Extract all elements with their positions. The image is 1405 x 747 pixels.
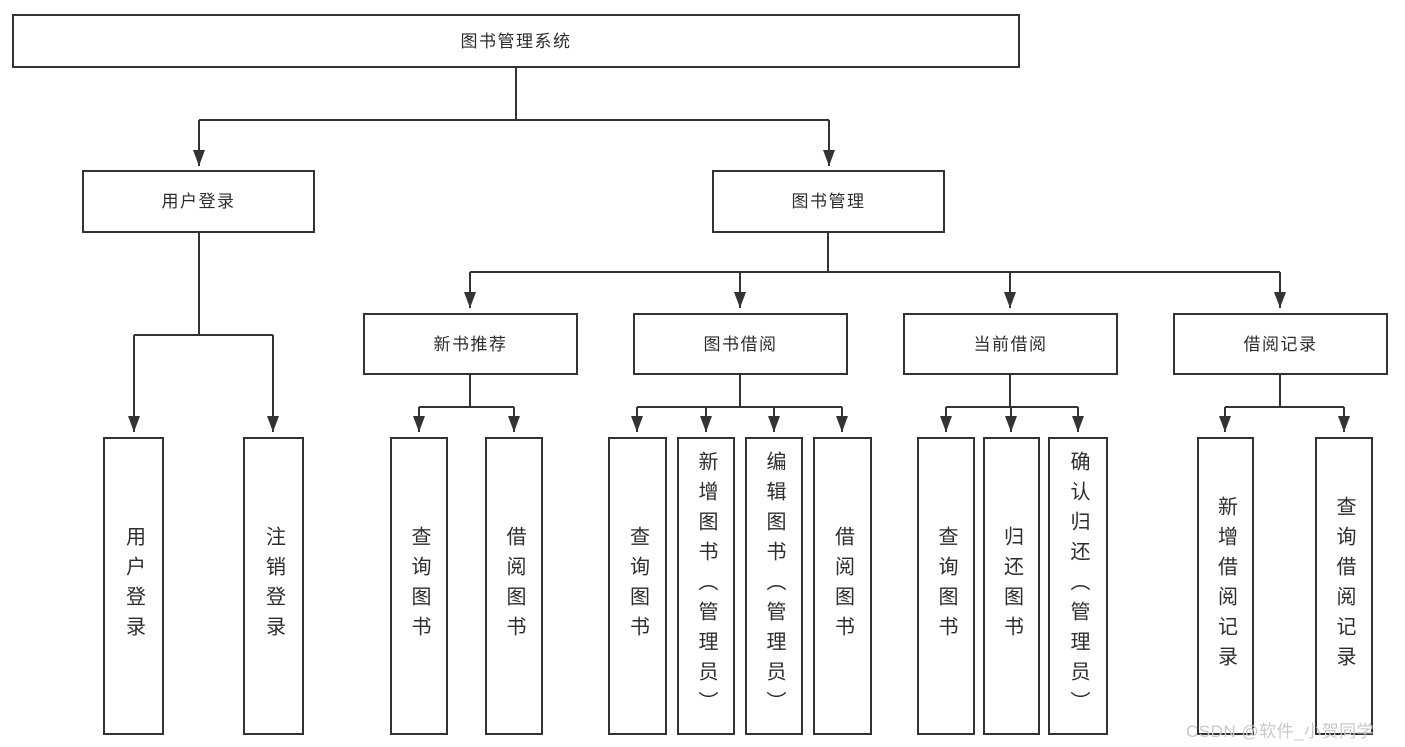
leaf-label: 编辑图书（管理员）: [763, 451, 785, 721]
leaf-edit-book-admin: 编辑图书（管理员）: [745, 437, 803, 735]
node-label: 图书借阅: [703, 334, 778, 354]
leaf-query-borrow-record: 查询借阅记录: [1315, 437, 1373, 735]
leaf-add-borrow-record: 新增借阅记录: [1197, 437, 1254, 735]
leaf-label: 查询图书: [935, 526, 957, 646]
node-label: 图书管理: [791, 192, 866, 211]
leaf-label: 新增借阅记录: [1214, 496, 1237, 676]
leaf-borrow-books-1: 借阅图书: [485, 437, 543, 735]
leaf-label: 借阅图书: [831, 526, 854, 646]
node-new-book-recommend: 新书推荐: [363, 313, 578, 375]
node-current-borrowing: 当前借阅: [903, 313, 1118, 375]
leaf-confirm-return-admin: 确认归还（管理员）: [1048, 437, 1108, 735]
leaf-label: 确认归还（管理员）: [1067, 451, 1089, 721]
leaf-label: 查询图书: [626, 526, 649, 646]
node-borrow-records: 借阅记录: [1173, 313, 1388, 375]
leaf-label: 查询图书: [408, 526, 430, 646]
leaf-borrow-books-2: 借阅图书: [813, 437, 872, 735]
leaf-label: 注销登录: [262, 526, 285, 646]
csdn-watermark: CSDN @软件_小贺同学: [1186, 722, 1375, 741]
node-label: 图书管理系统: [460, 31, 572, 51]
leaf-return-books: 归还图书: [983, 437, 1040, 735]
leaf-query-books-2: 查询图书: [608, 437, 667, 735]
node-library-system: 图书管理系统: [12, 14, 1020, 68]
leaf-label: 归还图书: [1000, 526, 1023, 646]
leaf-label: 用户登录: [122, 526, 145, 646]
node-label: 用户登录: [161, 192, 236, 211]
leaf-query-books-1: 查询图书: [390, 437, 448, 735]
node-user-login: 用户登录: [82, 170, 315, 233]
leaf-logout: 注销登录: [243, 437, 304, 735]
leaf-query-books-3: 查询图书: [917, 437, 975, 735]
node-label: 新书推荐: [433, 334, 508, 354]
node-label: 当前借阅: [973, 334, 1048, 354]
node-book-borrowing: 图书借阅: [633, 313, 848, 375]
leaf-add-book-admin: 新增图书（管理员）: [677, 437, 735, 735]
leaf-user-login: 用户登录: [103, 437, 164, 735]
leaf-label: 新增图书（管理员）: [695, 451, 717, 721]
leaf-label: 查询借阅记录: [1333, 496, 1355, 676]
node-book-management: 图书管理: [712, 170, 945, 233]
leaf-label: 借阅图书: [503, 526, 525, 646]
node-label: 借阅记录: [1243, 334, 1318, 354]
